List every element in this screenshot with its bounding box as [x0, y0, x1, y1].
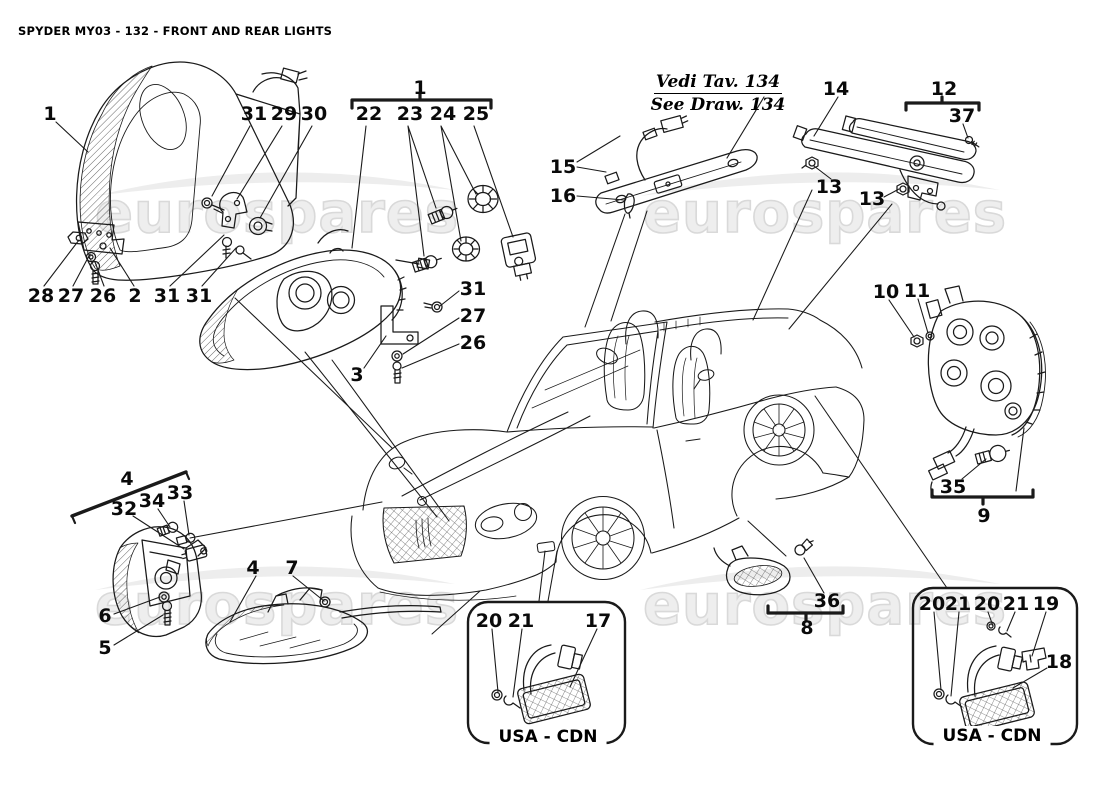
tail-bulb-drawing	[974, 444, 1011, 465]
plate-light-drawing	[595, 114, 758, 219]
mounting-bracket-drawing	[201, 191, 273, 260]
front-turn-light-drawing	[205, 587, 442, 665]
usa-cdn-box-2	[911, 586, 1079, 746]
leader-lines	[43, 96, 1048, 698]
car-drawing	[350, 308, 865, 601]
callout-brackets	[70, 92, 1035, 622]
usa-cdn-box-1	[466, 600, 627, 745]
watermark-text: eurospares	[642, 181, 1008, 246]
side-marker-drawing	[713, 538, 814, 596]
bulbs-and-caps-drawing	[411, 184, 537, 281]
front-fog-light-drawing	[112, 521, 208, 638]
headlight-bracket-drawing	[67, 221, 125, 285]
marker-bracket-drawing	[1021, 647, 1047, 671]
tail-light-drawing	[910, 285, 1046, 497]
third-brake-light-drawing	[792, 115, 980, 211]
car-connection-lines	[189, 189, 948, 635]
headlight-cover-drawing	[76, 61, 308, 281]
headlight-actuator-drawing	[500, 232, 537, 281]
watermark-text: eurospares	[94, 181, 460, 246]
